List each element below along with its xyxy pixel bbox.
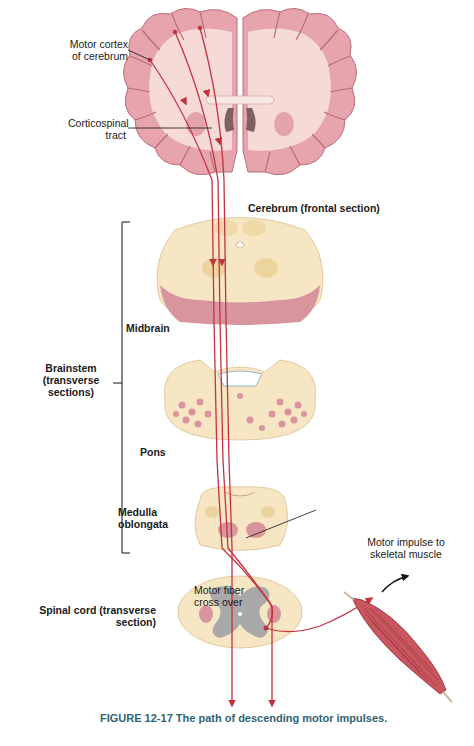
spinal-cord-section — [178, 576, 302, 648]
part-label: Motor cortex of cerebrum — [60, 38, 128, 62]
note-label: Motor impulse to skeletal muscle — [358, 536, 454, 560]
section-label: Pons — [140, 446, 190, 458]
section-label: Midbrain — [126, 322, 186, 334]
pons-section — [164, 360, 315, 440]
part-label: Corticospinal tract — [68, 117, 126, 141]
impulse-arrow — [382, 576, 408, 592]
cerebrum — [123, 8, 356, 174]
note-label: Motor fiber cross over — [194, 584, 256, 608]
skeletal-muscle — [344, 592, 452, 702]
medulla-section — [195, 487, 316, 551]
brainstem-bracket — [113, 222, 130, 553]
section-title: Cerebrum (frontal section) — [248, 202, 428, 214]
midbrain-section — [157, 218, 323, 326]
group-label: Brainstem (transverse sections) — [30, 362, 112, 398]
figure-caption: FIGURE 12-17 The path of descending moto… — [100, 712, 387, 724]
corticospinal-fibres — [150, 28, 372, 706]
leader-line — [246, 510, 316, 538]
leader-line — [128, 50, 150, 60]
section-title: Spinal cord (transverse section) — [34, 604, 156, 628]
section-label: Medulla oblongata — [118, 506, 176, 530]
leader-line — [128, 128, 212, 129]
